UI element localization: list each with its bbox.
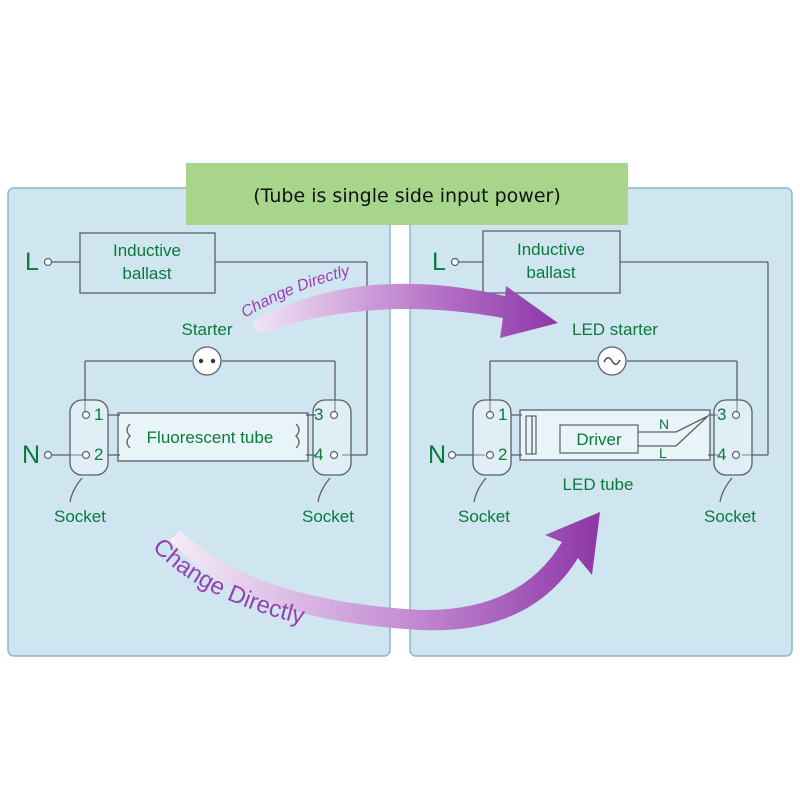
- left-pin-1: 1: [94, 405, 103, 424]
- right-socket-label-2: Socket: [704, 507, 756, 526]
- right-ballast-box: [482, 230, 621, 294]
- left-starter-label: Starter: [181, 320, 232, 339]
- left-socket-pointer-2: [317, 477, 331, 503]
- left-socket-left: [69, 399, 109, 476]
- right-pin-1: 1: [498, 405, 507, 424]
- right-N-terminal: [447, 450, 457, 460]
- left-pin-4: 4: [314, 445, 323, 464]
- banner-background: [186, 163, 628, 225]
- banner-text: (Tube is single side input power): [253, 185, 561, 207]
- left-L-label: L: [25, 248, 39, 276]
- left-socket-label-2: Socket: [302, 507, 354, 526]
- right-L-terminal: [450, 257, 460, 267]
- right-panel: L N Inductive ballast LED starter 1 2: [409, 187, 793, 657]
- left-socket-pointer-1: [69, 477, 83, 503]
- driver-N-label: N: [659, 416, 669, 432]
- right-socket-left: [472, 399, 512, 476]
- title-banner: (Tube is single side input power): [186, 163, 628, 225]
- left-N-label: N: [22, 441, 40, 469]
- right-pin-4: 4: [717, 445, 726, 464]
- left-ballast-label-line1: Inductive: [113, 241, 181, 260]
- driver-box: [559, 424, 639, 454]
- driver-label: Driver: [576, 430, 622, 449]
- fluorescent-tube-label: Fluorescent tube: [147, 428, 274, 447]
- right-socket-right: [713, 399, 753, 476]
- left-N-terminal: [43, 450, 53, 460]
- right-wires: [455, 261, 769, 456]
- fluorescent-tube: [108, 412, 309, 462]
- driver-output-wires: [638, 415, 709, 447]
- right-pin-2: 2: [498, 445, 507, 464]
- left-ballast-box: [79, 232, 216, 294]
- right-pin-3: 3: [717, 405, 726, 424]
- left-L-terminal: [43, 257, 53, 267]
- right-ballast-label-line2: ballast: [526, 263, 575, 282]
- right-L-label: L: [432, 248, 446, 276]
- right-socket-pointer-1: [473, 477, 487, 503]
- left-ballast-label-line2: ballast: [122, 264, 171, 283]
- driver-L-label: L: [659, 445, 667, 461]
- led-tube-label: LED tube: [563, 475, 634, 494]
- right-N-label: N: [428, 441, 446, 469]
- right-socket-pointer-2: [719, 477, 733, 503]
- right-ballast-label-line1: Inductive: [517, 240, 585, 259]
- left-socket-label-1: Socket: [54, 507, 106, 526]
- right-starter-label: LED starter: [572, 320, 658, 339]
- left-socket-right: [306, 399, 352, 476]
- left-pin-2: 2: [94, 445, 103, 464]
- left-pin-3: 3: [314, 405, 323, 424]
- right-socket-label-1: Socket: [458, 507, 510, 526]
- left-starter-icon: [192, 346, 222, 376]
- led-starter-icon: [597, 346, 627, 376]
